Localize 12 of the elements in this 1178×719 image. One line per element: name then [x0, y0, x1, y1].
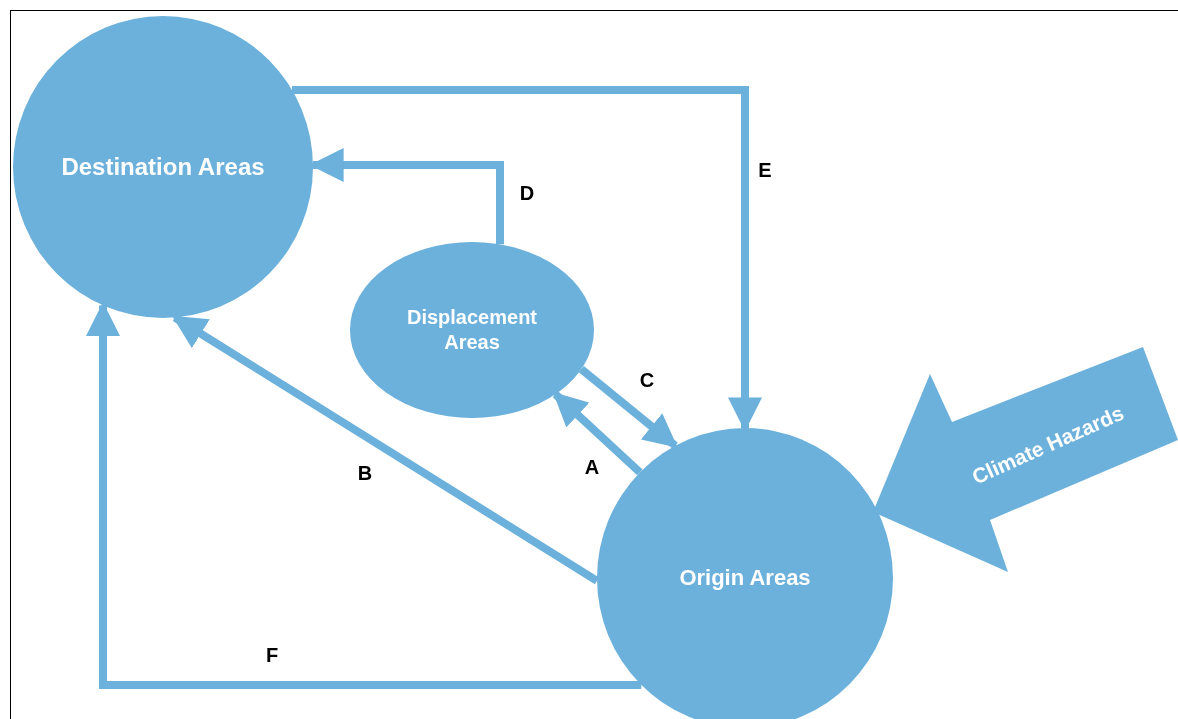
- edge-label: B: [357, 461, 373, 486]
- edge-label: F: [265, 643, 279, 668]
- arrow: [86, 302, 642, 689]
- node-label: Displacement Areas: [405, 305, 539, 355]
- edge-label: E: [758, 158, 772, 183]
- arrow: [552, 391, 643, 476]
- edge-label: A: [584, 455, 600, 480]
- edge-label: D: [519, 181, 535, 206]
- edge-label: C: [639, 368, 655, 393]
- node-label: Destination Areas: [61, 152, 265, 182]
- arrow: [578, 366, 678, 449]
- node-label: Origin Areas: [679, 564, 811, 592]
